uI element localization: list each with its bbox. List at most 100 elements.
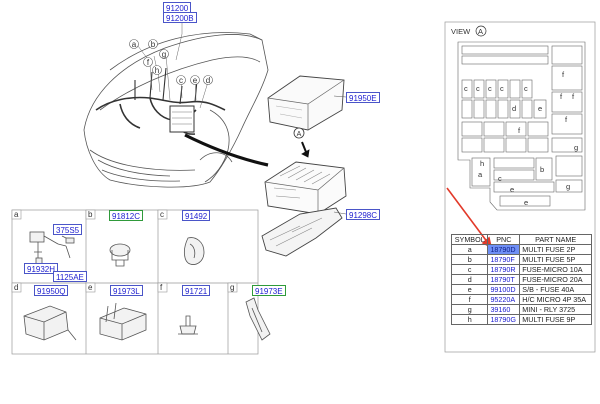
header-part-name: PART NAME: [519, 234, 592, 245]
table-row[interactable]: e 99100D S/B - FUSE 40A: [450, 284, 592, 295]
row-part-name: H/C MICRO 4P 35A: [519, 294, 592, 305]
lower-bracket: [261, 207, 343, 257]
fuse-mark: c: [488, 84, 492, 93]
fuse-mark: f: [518, 126, 521, 135]
row-symbol: f: [450, 294, 489, 305]
view-circle-letter: A: [478, 27, 484, 36]
pointer-swoosh: [184, 133, 269, 167]
fuse-mark: e: [524, 198, 529, 207]
fuse-mark: g: [574, 143, 579, 152]
cell-letter-g: g: [230, 283, 235, 292]
row-pnc[interactable]: 39160: [487, 304, 521, 315]
fuse-mark: c: [524, 84, 528, 93]
fuse-mark: c: [464, 84, 468, 93]
cell-letter-a: a: [14, 210, 19, 219]
pnc-91950q[interactable]: 91950Q: [34, 285, 69, 296]
fuse-mark: f: [562, 70, 565, 79]
pnc-91721[interactable]: 91721: [182, 285, 211, 296]
pnc-91973l[interactable]: 91973L: [110, 285, 143, 296]
fuse-mark: e: [510, 185, 515, 194]
row-symbol: g: [450, 304, 489, 315]
row-pnc[interactable]: 18790T: [487, 274, 521, 285]
callout-b: b: [151, 40, 156, 49]
cell-letter-f: f: [160, 283, 163, 292]
callout-d: d: [206, 76, 210, 85]
legend-table-header: SYMBOL PNC PART NAME: [450, 234, 592, 245]
callout-g: g: [162, 50, 166, 59]
callout-f: f: [147, 58, 150, 67]
row-pnc[interactable]: 95220A: [487, 294, 521, 305]
row-part-name: MULTI FUSE 5P: [519, 254, 592, 265]
fuse-mark: c: [500, 84, 504, 93]
header-pnc: PNC: [487, 234, 521, 245]
row-pnc[interactable]: 99100D: [487, 284, 521, 295]
row-part-name: MULTI FUSE 2P: [519, 244, 592, 255]
pnc-1125ae[interactable]: 1125AE: [53, 271, 87, 282]
callout-e: e: [193, 76, 198, 85]
row-part-name: S/B - FUSE 40A: [519, 284, 592, 295]
pnc-91492[interactable]: 91492: [182, 210, 211, 221]
car-body-outline: [83, 34, 269, 188]
part-a-holder: [29, 231, 45, 243]
part-b-grommet: [109, 243, 131, 257]
row-part-name: MULTI FUSE 9P: [519, 314, 592, 325]
fuse-mark: c: [476, 84, 480, 93]
car-hood-line: [99, 56, 261, 111]
table-row[interactable]: a 18790D MULTI FUSE 2P: [450, 244, 592, 255]
legend-table: SYMBOL PNC PART NAME a 18790D MULTI FUSE…: [450, 234, 592, 325]
fuse-mark: g: [566, 182, 571, 191]
row-pnc[interactable]: 18790R: [487, 264, 521, 275]
pnc-91950e[interactable]: 91950E: [346, 92, 380, 103]
callout-c: c: [179, 76, 183, 85]
row-pnc[interactable]: 18790D: [487, 244, 521, 255]
car-grille: [97, 159, 181, 182]
row-part-name: FUSE-MICRO 20A: [519, 274, 592, 285]
leader-lines: [137, 18, 209, 109]
fuse-box-layout: [457, 41, 586, 211]
pnc-91973e[interactable]: 91973E: [252, 285, 286, 296]
fuse-mark: f: [560, 92, 563, 101]
callout-a: a: [132, 40, 137, 49]
car-bumper: [89, 149, 196, 171]
row-symbol: e: [450, 284, 489, 295]
table-row[interactable]: g 39160 MINI - RLY 3725: [450, 304, 592, 315]
view-a-marker: [293, 127, 305, 139]
view-arrow: [301, 141, 307, 153]
cell-letter-c: c: [160, 210, 164, 219]
wiring-branch: [134, 67, 198, 105]
fuse-mark: c: [498, 174, 502, 183]
cell-letter-b: b: [88, 210, 93, 219]
pnc-375s5[interactable]: 375S5: [53, 224, 83, 235]
fuse-mark: f: [565, 115, 568, 124]
view-label: VIEW: [451, 27, 471, 36]
row-symbol: h: [450, 314, 489, 325]
table-row[interactable]: h 18790G MULTI FUSE 9P: [450, 314, 592, 325]
row-pnc[interactable]: 18790G: [487, 314, 521, 325]
table-row[interactable]: b 18790F MULTI FUSE 5P: [450, 254, 592, 265]
row-symbol: a: [450, 244, 489, 255]
header-symbol: SYMBOL: [450, 234, 489, 245]
car-fender: [204, 109, 230, 183]
table-row[interactable]: d 18790T FUSE-MICRO 20A: [450, 274, 592, 285]
fuse-box-cover: [267, 75, 345, 131]
pnc-91812c[interactable]: 91812C: [109, 210, 144, 221]
pnc-91200b[interactable]: 91200B: [163, 12, 197, 23]
fuse-mark: d: [512, 104, 517, 113]
hood-open-line: [109, 32, 263, 71]
pnc-91298c[interactable]: 91298C: [346, 209, 381, 220]
cell-letter-d: d: [14, 283, 19, 292]
row-symbol: c: [450, 264, 489, 275]
row-pnc[interactable]: 18790F: [487, 254, 521, 265]
row-symbol: b: [450, 254, 489, 265]
pnc-91932h[interactable]: 91932H: [24, 263, 59, 274]
table-row[interactable]: f 95220A H/C MICRO 4P 35A: [450, 294, 592, 305]
table-row[interactable]: c 18790R FUSE-MICRO 10A: [450, 264, 592, 275]
cell-letter-e: e: [88, 283, 93, 292]
engine-relay-box: [169, 105, 195, 133]
row-part-name: MINI - RLY 3725: [519, 304, 592, 315]
view-a-letter: A: [297, 131, 302, 138]
